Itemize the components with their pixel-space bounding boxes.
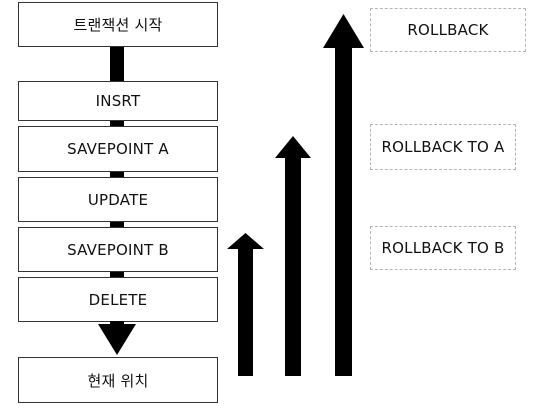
up-arrow-rollback-to-b-icon — [227, 233, 264, 376]
step-savepoint-b: SAVEPOINT B — [18, 227, 218, 272]
down-arrow-icon — [98, 321, 136, 355]
step-delete: DELETE — [18, 277, 218, 322]
rollback-to-a-label: ROLLBACK TO A — [370, 124, 516, 170]
connector-insert-savepoint-a — [110, 119, 124, 128]
rollback-label: ROLLBACK — [370, 8, 526, 52]
step-transaction-start: 트랜잭션 시작 — [18, 2, 218, 47]
step-insert: INSRT — [18, 81, 218, 121]
rollback-to-b-label: ROLLBACK TO B — [370, 226, 516, 270]
up-arrow-rollback-to-a-icon — [275, 136, 311, 376]
step-update: UPDATE — [18, 177, 218, 222]
connector-update-savepoint-b — [110, 221, 124, 229]
up-arrow-rollback-icon — [323, 14, 364, 376]
connector-savepoint-a-update — [110, 171, 124, 179]
step-savepoint-a: SAVEPOINT A — [18, 126, 218, 172]
connector-start-insert — [110, 47, 124, 83]
step-current-position: 현재 위치 — [18, 357, 218, 403]
connector-savepoint-b-delete — [110, 271, 124, 279]
